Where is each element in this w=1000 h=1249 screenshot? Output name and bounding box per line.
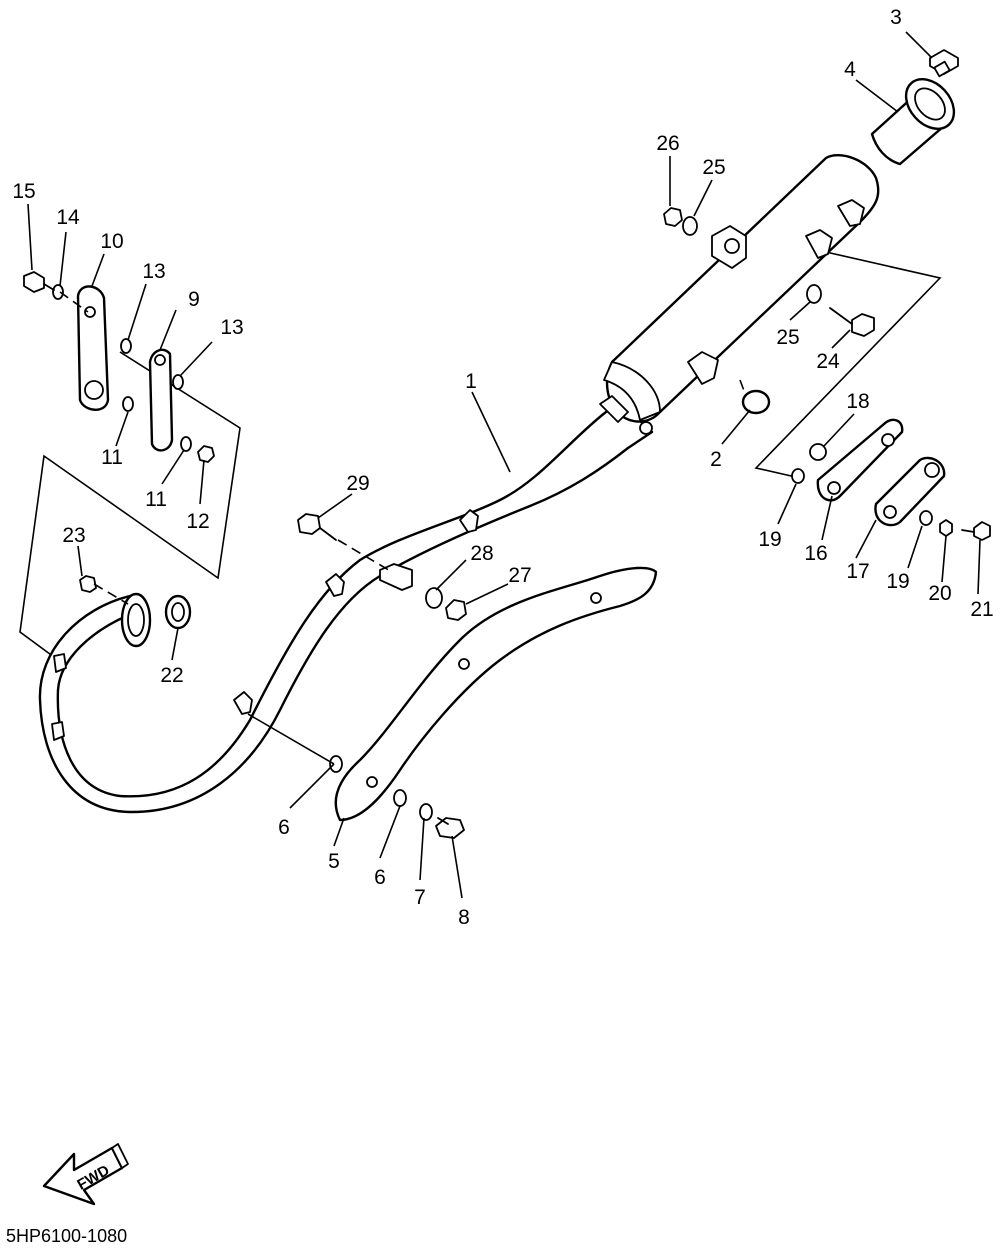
pipe-tab [51, 721, 65, 741]
callout-9: 9 [188, 288, 200, 311]
exhaust-flange-10 [76, 285, 110, 411]
alignment-line [93, 583, 129, 605]
washer-11-right [180, 436, 192, 452]
callout-20: 20 [928, 582, 951, 605]
exhaust-flange-joint [120, 592, 152, 648]
muffler-mount-tab [805, 229, 833, 259]
callout-29: 29 [346, 472, 369, 495]
protector-bolt [435, 817, 465, 839]
pipe-tab [233, 691, 253, 715]
diagram-code: 5HP6100-1080 [6, 1226, 127, 1246]
muffler-mount-tab [837, 199, 865, 227]
exhaust-bracket-9 [148, 348, 174, 452]
washer-6-upper [329, 755, 343, 773]
callout-21: 21 [970, 598, 993, 621]
callout-4: 4 [844, 58, 856, 81]
washer-19-right [919, 510, 933, 526]
exhaust-gasket-22 [164, 594, 192, 630]
washer-11-left [122, 396, 134, 412]
callout-11-right: 11 [145, 488, 167, 511]
washer-7 [419, 803, 433, 821]
callout-28: 28 [470, 542, 493, 565]
exhaust-pipe-assembly [38, 154, 880, 814]
washer-14 [52, 284, 64, 300]
washer-25-upper [682, 216, 698, 236]
washer-13-right [172, 374, 184, 390]
callout-3: 3 [890, 6, 902, 29]
pipe-tab [325, 573, 345, 597]
callout-2: 2 [710, 448, 722, 471]
header-pipe [38, 400, 654, 814]
assembly-frame-left [19, 351, 241, 661]
callout-8: 8 [458, 906, 470, 929]
bolt-21 [961, 521, 991, 541]
callout-16: 16 [804, 542, 827, 565]
callout-17: 17 [846, 560, 869, 583]
callout-23: 23 [62, 524, 85, 547]
washer-13-left [120, 338, 132, 354]
alignment-line [337, 539, 393, 573]
callout-14: 14 [56, 206, 80, 229]
alignment-line [59, 291, 89, 313]
muffler-mount-hole [724, 238, 740, 254]
muffler-drain-plug [639, 421, 653, 435]
washer-25-lower [806, 284, 822, 304]
protector-hole [458, 658, 470, 670]
callout-11-left: 11 [101, 446, 123, 469]
callout-5: 5 [328, 850, 340, 873]
protector-hole [366, 776, 378, 788]
muffler-mount-lower [687, 351, 719, 385]
nut-27 [445, 599, 467, 621]
muffler-end-cone [603, 361, 661, 421]
muffler-cap [741, 389, 771, 415]
callout-13-left: 13 [142, 260, 165, 283]
callout-6-upper: 6 [278, 816, 290, 839]
callout-12: 12 [186, 510, 209, 533]
washer-18 [809, 443, 827, 461]
nut-20 [939, 519, 953, 537]
assembly-frame-right [754, 251, 942, 479]
muffler-bracket-16 [816, 418, 904, 502]
protector-hole [590, 592, 602, 604]
callout-19-right: 19 [886, 570, 909, 593]
tailpipe-screw [929, 49, 959, 78]
callout-15: 15 [12, 180, 35, 203]
pipe-bracket [379, 563, 413, 591]
washer-19-left [791, 468, 805, 484]
callouts: 1 2 3 4 5 6 6 7 8 9 10 11 11 12 13 13 14… [12, 6, 993, 929]
callout-25-lower: 25 [776, 326, 799, 349]
flange-bolt-15 [23, 271, 55, 293]
muffler-bolt-24 [829, 307, 875, 337]
leader-lines [27, 31, 981, 899]
washer-28 [425, 587, 443, 609]
bolt-29 [297, 513, 337, 541]
callout-10: 10 [100, 230, 123, 253]
callout-7: 7 [414, 886, 426, 909]
callout-22: 22 [160, 664, 183, 687]
muffler-joint [599, 395, 629, 423]
heat-protector [334, 566, 658, 822]
callout-13-right: 13 [220, 316, 243, 339]
pipe-tab [53, 653, 67, 673]
washer-6-lower [393, 789, 407, 807]
callout-26: 26 [656, 132, 679, 155]
callout-19-left: 19 [758, 528, 781, 551]
callout-6-lower: 6 [374, 866, 386, 889]
callout-27: 27 [508, 564, 531, 587]
tailpipe [870, 78, 956, 166]
muffler-bracket-17 [874, 456, 946, 527]
callout-25-upper: 25 [702, 156, 725, 179]
alignment-line [739, 379, 747, 397]
nut-12 [197, 445, 215, 463]
fwd-arrow-icon: FWD [42, 1143, 129, 1206]
pipe-tab [459, 509, 479, 533]
clip-23 [79, 575, 97, 593]
callout-18: 18 [846, 390, 869, 413]
nut-26 [663, 207, 683, 227]
callout-1: 1 [465, 370, 477, 393]
callout-24: 24 [816, 350, 840, 373]
